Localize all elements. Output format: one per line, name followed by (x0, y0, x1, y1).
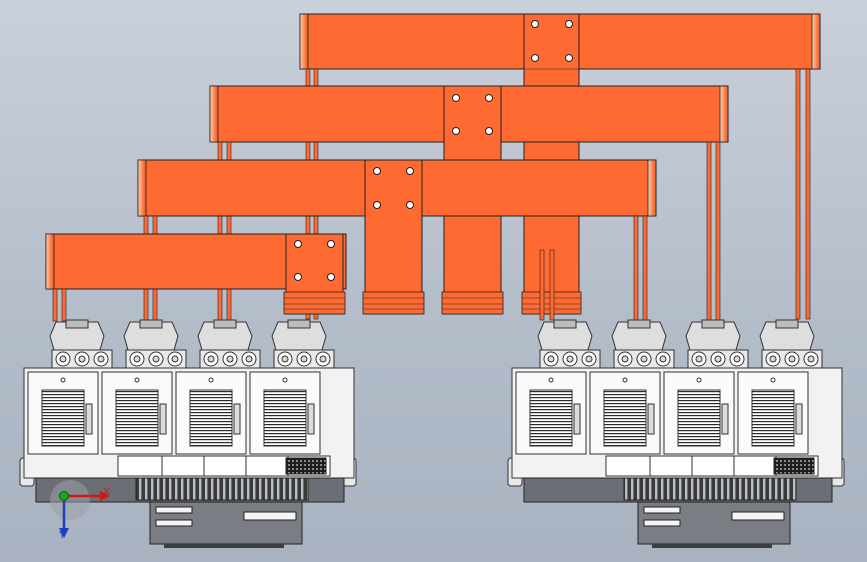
power-module-4 (249, 319, 335, 455)
vent-louver (603, 389, 647, 447)
lead-collar (537, 321, 593, 351)
power-module-4 (737, 319, 823, 455)
vent-louver (529, 389, 573, 447)
z-axis-dot (59, 491, 69, 501)
power-module-2 (589, 319, 675, 455)
vent-louver (263, 389, 307, 447)
vent-louver (41, 389, 85, 447)
lead-collar (685, 321, 741, 351)
busbar-1 (45, 233, 555, 322)
axis-triad (50, 480, 110, 538)
heatsink (135, 477, 309, 501)
vent-louver (751, 389, 795, 447)
module-group-1 (19, 319, 357, 548)
y-axis-label: Y (59, 530, 66, 541)
lead-collar (197, 321, 253, 351)
lead-collar (123, 321, 179, 351)
power-module-1 (27, 319, 113, 455)
heatsink (623, 477, 797, 501)
x-axis-label: X (103, 487, 110, 498)
lead-collar (271, 321, 327, 351)
lead-collar (759, 321, 815, 351)
lead-collar (49, 321, 105, 351)
power-module-3 (175, 319, 261, 455)
power-module-2 (101, 319, 187, 455)
vent-louver (677, 389, 721, 447)
mesh-vent (285, 457, 327, 475)
power-module-3 (663, 319, 749, 455)
lead-collar (611, 321, 667, 351)
vent-louver (115, 389, 159, 447)
module-group-2 (507, 319, 845, 548)
power-module-1 (515, 319, 601, 455)
mesh-vent (773, 457, 815, 475)
vent-louver (189, 389, 233, 447)
